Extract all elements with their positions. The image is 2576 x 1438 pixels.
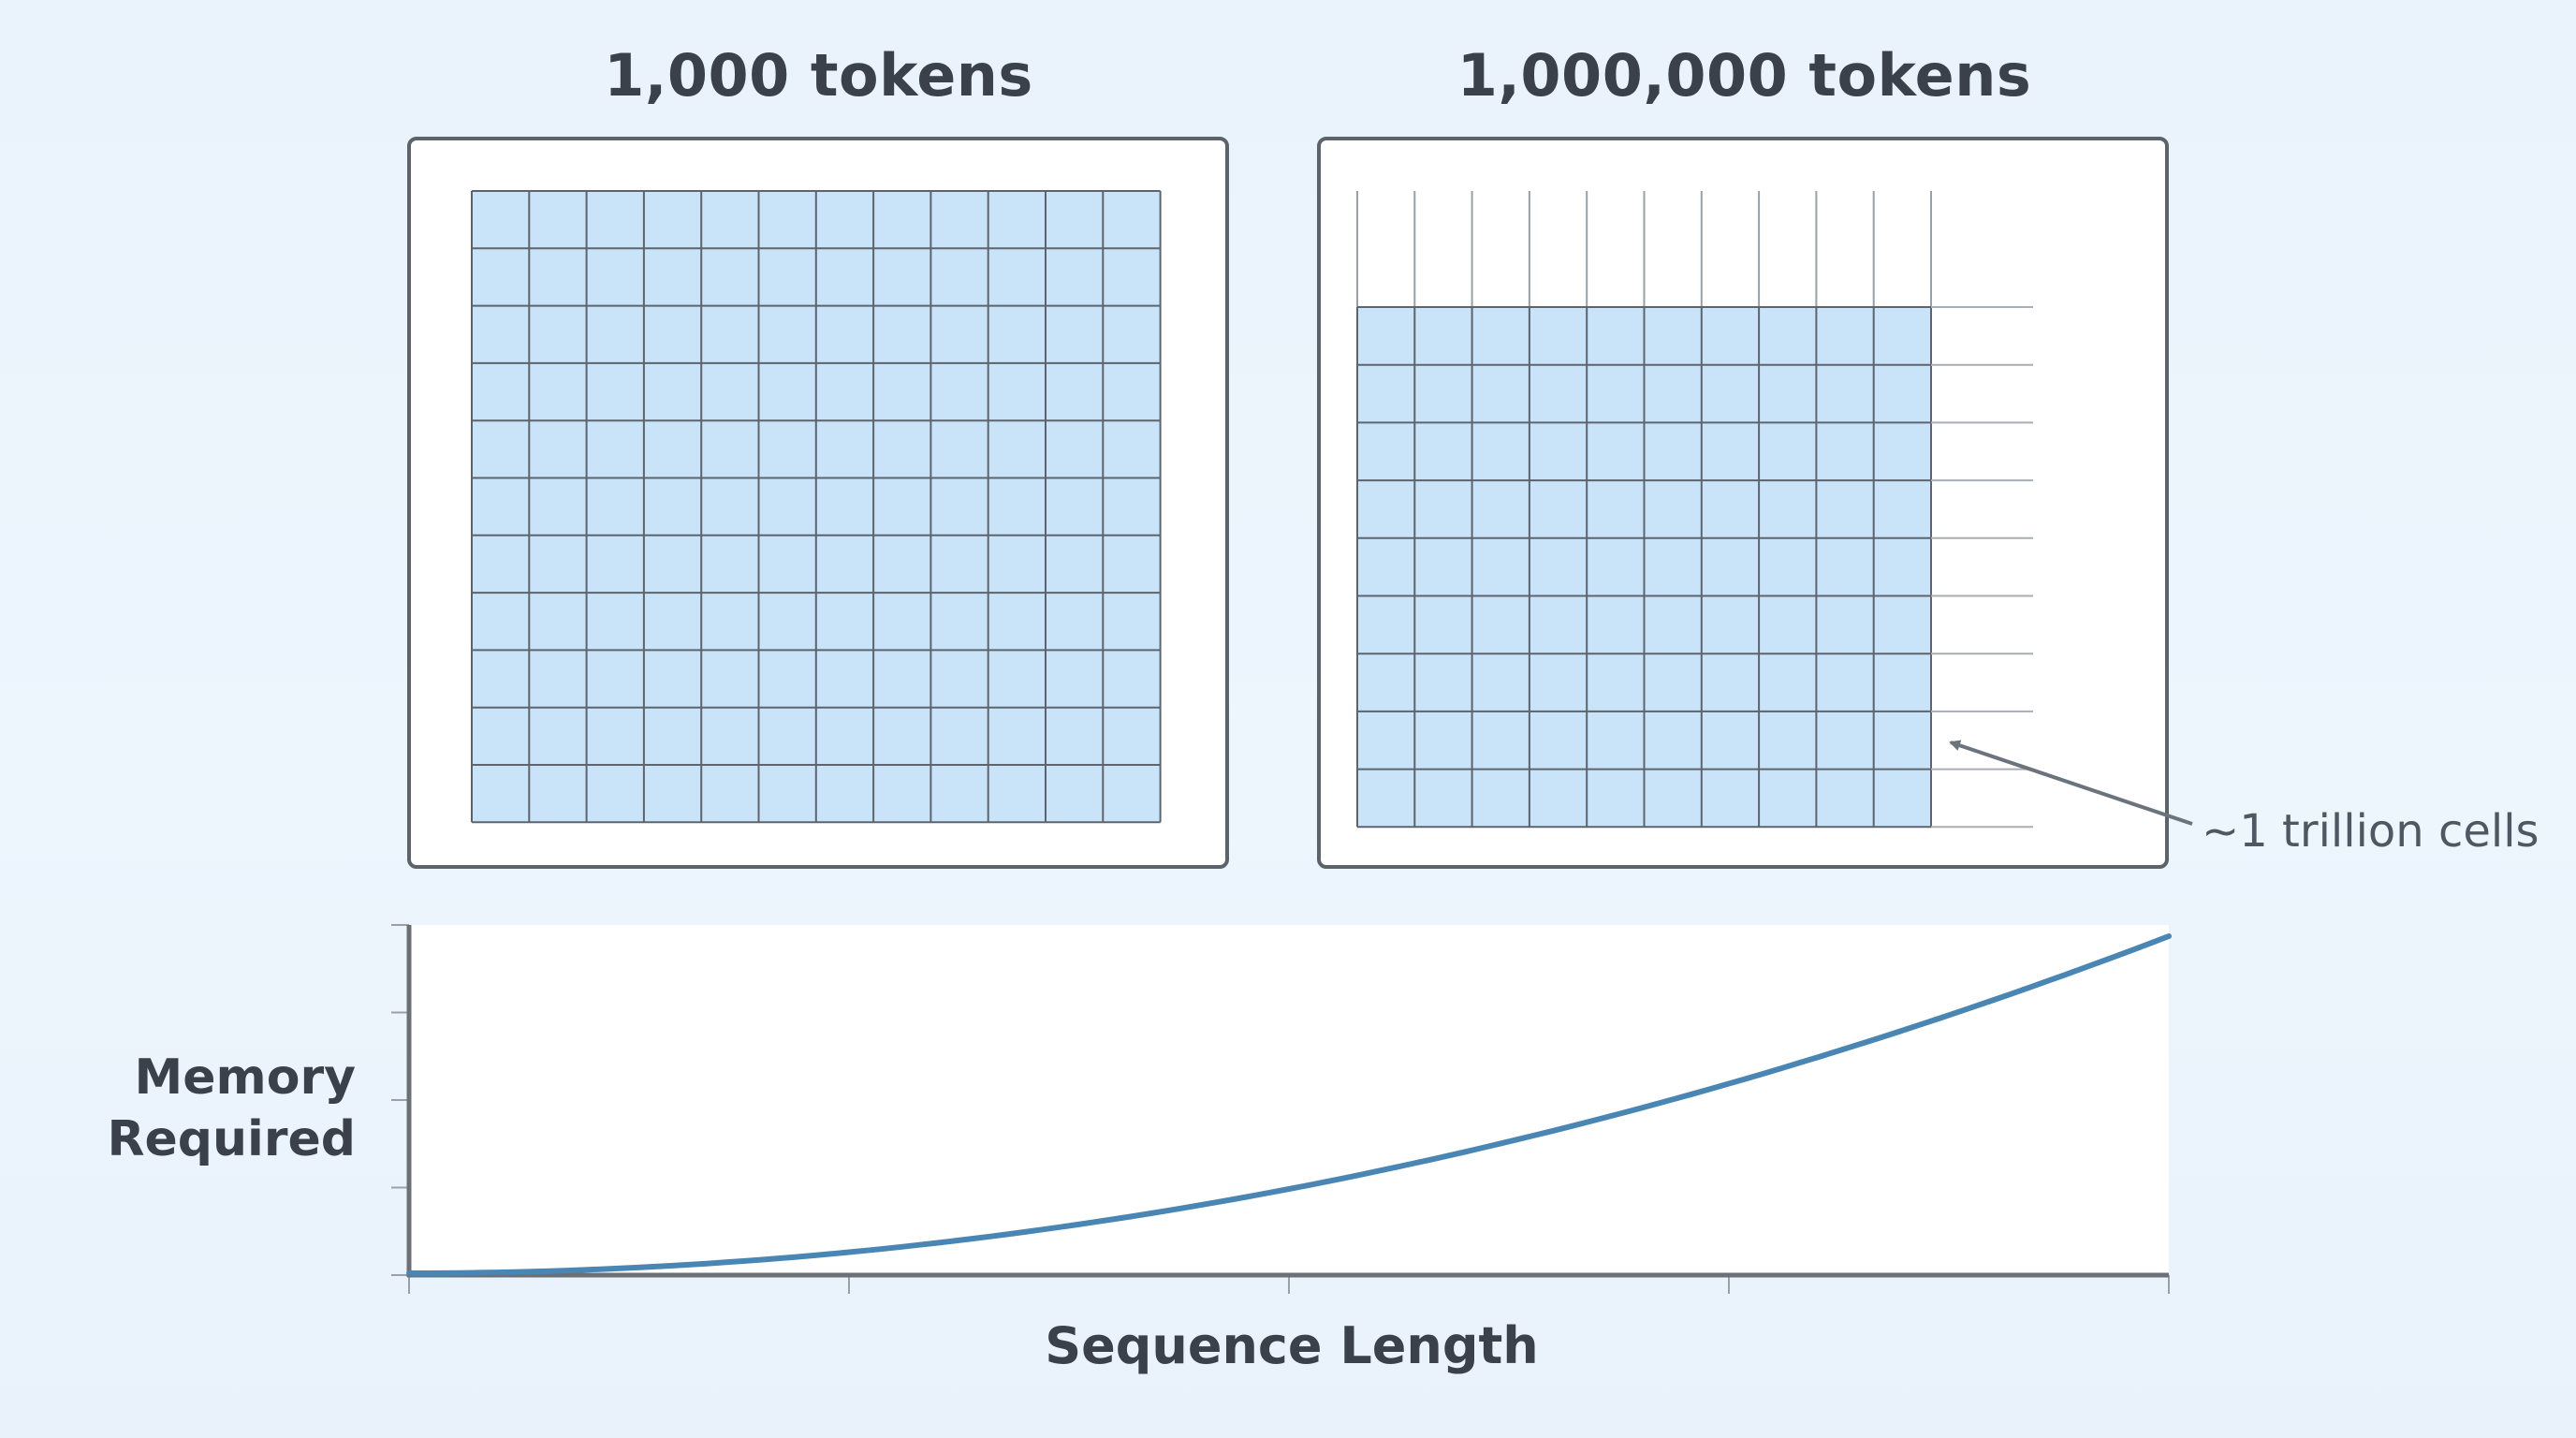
chart-ticks: [391, 924, 2170, 1294]
panel-title-1000-tokens: 1,000 tokens: [604, 41, 1033, 110]
chart-plot-area: [409, 925, 2169, 1275]
memory-curve: [406, 933, 2172, 1276]
attention-grid-large: [1356, 191, 2033, 829]
attention-grid-small: [471, 190, 1162, 824]
x-axis-label: Sequence Length: [1045, 1316, 1539, 1375]
trillion-cells-annotation: ~1 trillion cells: [2202, 805, 2539, 858]
panel-title-1000000-tokens: 1,000,000 tokens: [1456, 41, 2032, 110]
annotation-arrow: [1949, 740, 2193, 826]
memory-chart: [391, 924, 2172, 1294]
